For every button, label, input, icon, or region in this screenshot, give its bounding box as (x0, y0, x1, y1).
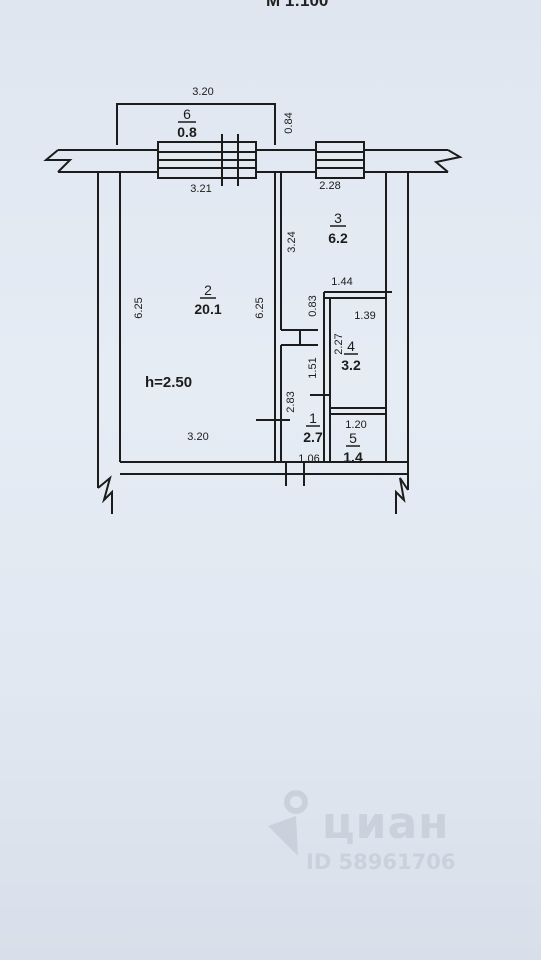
room-1-number: 1 (309, 410, 317, 426)
dim-room2-top: 3.21 (190, 183, 211, 195)
bathroom-block (323, 291, 392, 462)
bottom-wall (120, 461, 408, 475)
dim-hall-wall: 1.51 (307, 357, 319, 378)
dim-hall-bottom: 1.06 (298, 453, 319, 465)
dim-room2-bottom: 3.20 (187, 431, 208, 443)
room-3-area: 6.2 (328, 230, 348, 246)
room-3-number: 3 (334, 210, 342, 226)
dim-wc-gap: 0.83 (307, 295, 319, 316)
dim-room3-top: 2.28 (319, 180, 340, 192)
dim-room2-right: 6.25 (254, 297, 266, 318)
room-2-area: 20.1 (194, 301, 221, 317)
dim-room4-height: 2.27 (333, 333, 345, 354)
break-mark-left (43, 149, 73, 173)
break-mark-right (433, 149, 463, 173)
room-6-number: 6 (183, 106, 191, 122)
room-4-area: 3.2 (341, 357, 361, 373)
dim-hall-height: 2.83 (285, 391, 297, 412)
partition-2-3 (274, 172, 282, 462)
dim-room3-side: 3.24 (286, 231, 298, 252)
dim-room4-width: 1.39 (354, 310, 375, 322)
ceiling-height: h=2.50 (145, 374, 192, 391)
room-4-number: 4 (347, 338, 355, 354)
room-5-number: 5 (349, 430, 357, 446)
outer-wall-left (97, 172, 121, 488)
watermark-id: ID 58961706 (306, 850, 456, 874)
bathroom-divider (330, 407, 386, 415)
watermark-brand: циан (322, 798, 450, 849)
dim-balcony-depth: 0.84 (283, 112, 295, 133)
room-5-area: 1.4 (343, 449, 363, 465)
dim-wc-top: 1.44 (331, 276, 352, 288)
room-6-area: 0.8 (177, 124, 197, 140)
balcony-outline (116, 103, 276, 145)
outer-wall-right (385, 172, 409, 490)
dim-balcony-width: 3.20 (192, 86, 213, 98)
location-pin-icon (268, 790, 308, 856)
dim-room2-left: 6.25 (133, 297, 145, 318)
room-2-number: 2 (204, 282, 212, 298)
dim-room5-width: 1.20 (345, 419, 366, 431)
scale-label: М 1:100 (266, 0, 329, 10)
room-1-area: 2.7 (303, 429, 323, 445)
